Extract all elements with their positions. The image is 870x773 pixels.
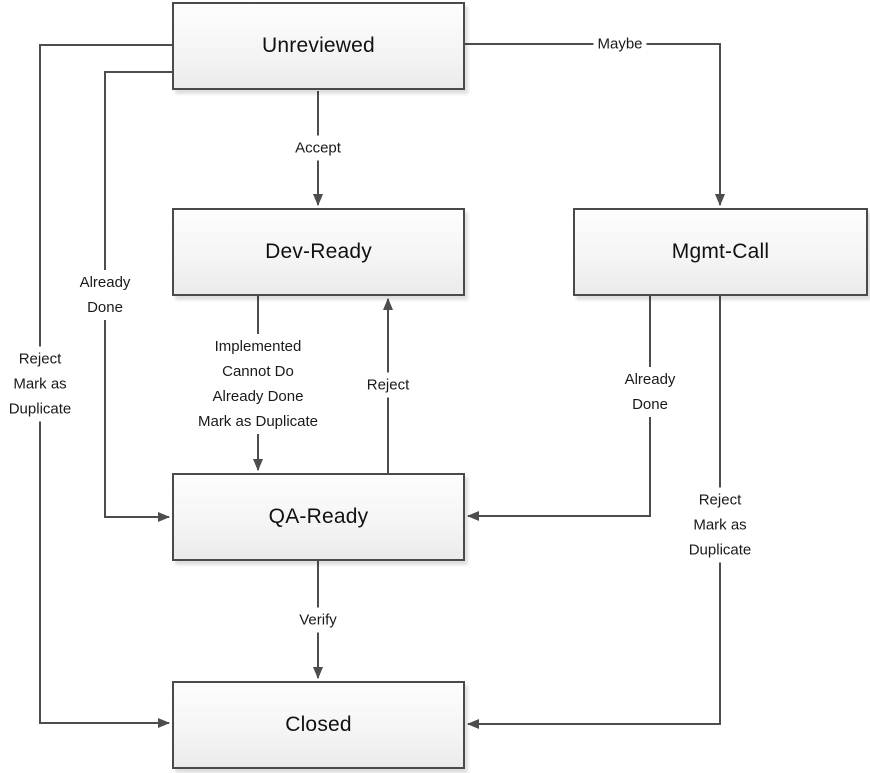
node-closed-label: Closed xyxy=(285,713,352,736)
node-qa-ready: QA-Ready xyxy=(172,473,465,561)
edge-label-reject-middle: Reject xyxy=(362,372,414,398)
edge-label-maybe: Maybe xyxy=(593,31,647,57)
edge-label-accept: Accept xyxy=(291,135,345,161)
node-unreviewed: Unreviewed xyxy=(172,2,465,90)
edge-label-already-done-left: Already Done xyxy=(75,270,135,320)
node-qa-ready-label: QA-Ready xyxy=(268,505,369,528)
edge-unreviewed-mgmtcall-maybe xyxy=(465,43,725,206)
edge-label-reject-duplicate-left: Reject Mark as Duplicate xyxy=(4,346,76,422)
edge-label-implemented-list: Implemented Cannot Do Already Done Mark … xyxy=(193,334,323,434)
node-closed: Closed xyxy=(172,681,465,769)
node-mgmt-call-label: Mgmt-Call xyxy=(671,240,770,263)
node-unreviewed-label: Unreviewed xyxy=(262,34,375,57)
node-dev-ready: Dev-Ready xyxy=(172,208,465,296)
edge-mgmtcall-closed-reject-duplicate xyxy=(467,296,721,729)
edge-label-verify: Verify xyxy=(295,607,341,633)
edge-label-already-done-right: Already Done xyxy=(620,367,680,417)
edge-label-reject-duplicate-right: Reject Mark as Duplicate xyxy=(684,487,756,563)
node-mgmt-call: Mgmt-Call xyxy=(573,208,868,296)
node-dev-ready-label: Dev-Ready xyxy=(265,240,372,263)
